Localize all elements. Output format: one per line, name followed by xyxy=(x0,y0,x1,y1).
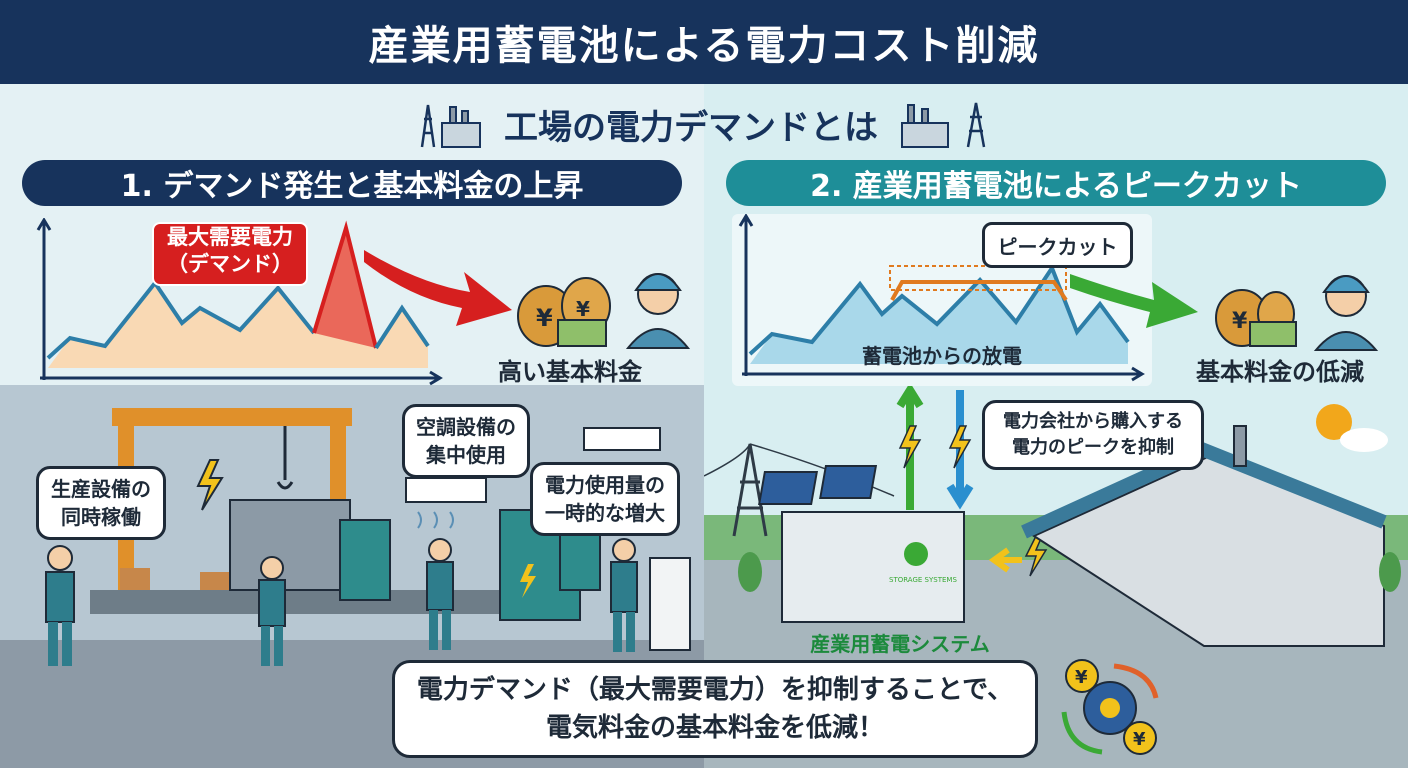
airflow-icon xyxy=(417,511,454,529)
bubble-usage-line1: 電力使用量の xyxy=(545,473,665,497)
factory-building xyxy=(1031,454,1385,647)
lightning-bolt-icon xyxy=(898,425,922,469)
battery-container xyxy=(781,511,965,623)
aircon-unit xyxy=(405,477,487,503)
money-bags-worried-worker-icon: ¥ ¥ xyxy=(517,273,691,349)
svg-text:¥: ¥ xyxy=(1232,309,1248,334)
box-item xyxy=(120,568,150,590)
subtitle-row: 工場の電力デマンドとは xyxy=(400,96,1008,152)
worker-figure xyxy=(610,538,638,652)
peak-cut-line xyxy=(890,280,1068,302)
demand-chart-right xyxy=(738,214,1145,382)
bubble-aircon-line1: 空調設備の xyxy=(416,415,516,439)
discharge-label: 蓄電池からの放電 xyxy=(862,344,1022,368)
peak-callout-line1: 最大需要電力 xyxy=(167,225,293,249)
section2-title-pill: 2. 産業用蓄電池によるピークカット xyxy=(726,160,1386,206)
conclusion-box: 電力デマンド（最大需要電力）を抑制することで、 電気料金の基本料金を低減！ xyxy=(392,660,1038,758)
factory-roof xyxy=(1021,442,1387,539)
conclusion-line1: 電力デマンド（最大需要電力）を抑制することで、 xyxy=(416,675,1014,705)
peak-cut-box xyxy=(889,265,1067,291)
money-bags-happy-worker-icon: ¥ xyxy=(1215,275,1379,351)
bubble-purchase-line1: 電力会社から購入する xyxy=(1003,411,1183,432)
conclusion-line2: 電気料金の基本料金を低減！ xyxy=(545,713,884,743)
floor-aircon-unit xyxy=(649,557,691,651)
bubble-aircon: 空調設備の 集中使用 xyxy=(402,404,530,478)
title-bar: 産業用蓄電池による電力コスト削減 xyxy=(0,0,1408,84)
peak-area-red xyxy=(314,228,376,348)
x-axis-right xyxy=(742,366,1145,382)
bubble-aircon-line2: 集中使用 xyxy=(426,443,506,467)
section2-title: 2. 産業用蓄電池によるピークカット xyxy=(810,169,1302,204)
lightning-bolt-icon xyxy=(196,459,224,511)
tree-icon xyxy=(738,552,762,592)
page-title: 産業用蓄電池による電力コスト削減 xyxy=(368,23,1040,69)
bubble-usage-line2: 一時的な増大 xyxy=(545,501,665,525)
cost-cycle-gear-icon: ¥ ¥ xyxy=(1061,659,1159,755)
sun-icon xyxy=(1316,404,1352,440)
y-axis-right xyxy=(738,214,754,376)
svg-text:¥: ¥ xyxy=(536,304,553,332)
demand-line xyxy=(46,279,316,360)
supply-arrow-left xyxy=(988,547,1022,573)
container-text: STORAGE SYSTEMS xyxy=(889,576,957,584)
bubble-production: 生産設備の 同時稼働 xyxy=(36,466,166,540)
crane-hook-icon xyxy=(276,426,294,490)
peak-cut-label: ピークカット xyxy=(982,222,1133,268)
bubble-production-line2: 同時稼働 xyxy=(61,505,141,529)
demand-line-right xyxy=(748,263,1130,356)
machine-main xyxy=(229,499,351,591)
control-panel xyxy=(339,519,391,601)
worker-figure xyxy=(426,538,454,650)
worker-figure xyxy=(258,556,286,666)
svg-text:¥: ¥ xyxy=(576,297,590,321)
lightning-bolt-icon xyxy=(948,425,972,469)
control-panel-right xyxy=(559,529,601,591)
y-axis xyxy=(36,218,52,380)
chimney xyxy=(1233,425,1247,467)
high-base-charge-label: 高い基本料金 xyxy=(498,358,642,386)
discharge-area-fill xyxy=(750,268,1128,364)
bubble-production-line1: 生産設備の xyxy=(51,477,151,501)
lightning-bolt-icon xyxy=(520,564,536,598)
storage-system-label: 産業用蓄電システム xyxy=(810,632,990,656)
bubble-purchase-peak: 電力会社から購入する 電力のピークを抑制 xyxy=(982,400,1204,470)
power-line xyxy=(704,443,895,497)
tree-icon xyxy=(1379,552,1401,592)
worker-figure xyxy=(45,545,75,666)
bubble-purchase-line2: 電力のピークを抑制 xyxy=(1012,437,1174,458)
svg-text:¥: ¥ xyxy=(1075,667,1088,688)
container-logo-icon xyxy=(904,542,928,566)
demand-line-tail xyxy=(374,304,430,350)
peak-demand-callout: 最大需要電力 （デマンド） xyxy=(152,222,308,286)
factory-scene xyxy=(45,408,691,666)
solar-panel-icon xyxy=(758,471,819,505)
reduced-base-charge-label: 基本料金の低減 xyxy=(1196,358,1364,386)
peak-callout-line2: （デマンド） xyxy=(167,252,293,276)
demand-chart-left xyxy=(36,218,443,386)
box-item xyxy=(200,572,236,590)
subtitle: 工場の電力デマンドとは xyxy=(504,107,878,148)
factory-power-tower-icon xyxy=(901,102,986,148)
svg-text:¥: ¥ xyxy=(1133,729,1146,750)
peak-demand-line xyxy=(312,220,378,349)
crane-beam xyxy=(112,408,352,426)
section1-title: 1. デマンド発生と基本料金の上昇 xyxy=(120,169,584,204)
red-increase-arrow xyxy=(364,250,512,326)
solar-panel-icon xyxy=(819,465,878,499)
section1-title-pill: 1. デマンド発生と基本料金の上昇 xyxy=(22,160,682,206)
cloud-icon xyxy=(1340,428,1388,452)
power-tower-factory-icon xyxy=(420,104,481,148)
bubble-usage: 電力使用量の 一時的な増大 xyxy=(530,462,680,536)
green-reduction-arrow xyxy=(1070,274,1198,328)
aircon-unit-wall xyxy=(583,427,661,451)
x-axis xyxy=(40,370,443,386)
